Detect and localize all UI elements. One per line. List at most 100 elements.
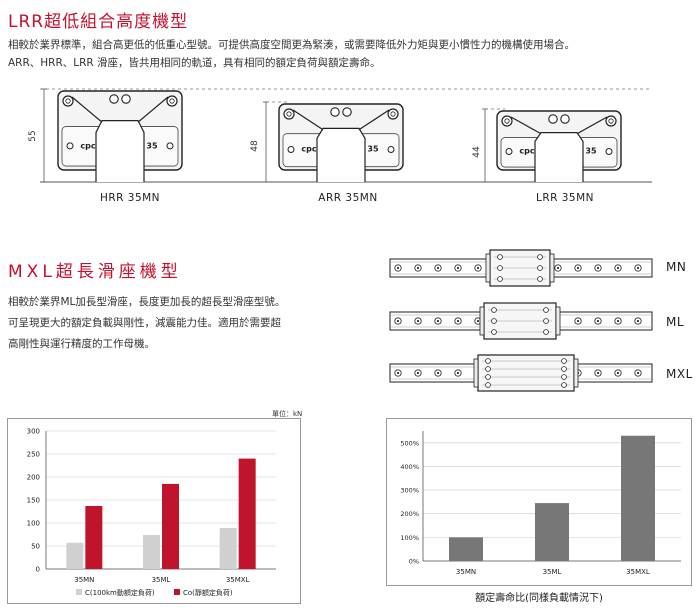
side-bolt bbox=[166, 142, 174, 150]
dim-label-arr: 48 bbox=[250, 140, 260, 152]
carriage-bolt bbox=[497, 276, 503, 282]
section2-para-line2: 可呈現更大的額定負載與剛性，減震能力佳。適用於需要超 bbox=[8, 317, 281, 329]
side-bolt bbox=[66, 142, 74, 150]
chart1-legend-swatch-0 bbox=[76, 589, 82, 595]
chart1-unit-label: 單位：kN bbox=[272, 410, 303, 418]
chart1-legend-label-1: Co(靜額定負荷) bbox=[183, 588, 233, 597]
end-seal bbox=[485, 253, 491, 283]
rail-hole-center bbox=[556, 266, 560, 270]
carriage-bolt bbox=[485, 366, 491, 372]
chart1-bar-35ML-0 bbox=[143, 534, 160, 569]
chart2-ytick-200: 200% bbox=[400, 510, 419, 518]
rail-hole-center bbox=[436, 266, 440, 270]
model-label-arr: ARR 35MN bbox=[318, 192, 378, 204]
size-mark: 35 bbox=[367, 145, 379, 154]
chart2-bar-35MXL bbox=[621, 435, 655, 561]
rail-hole-center bbox=[576, 266, 580, 270]
end-seal bbox=[555, 306, 561, 336]
center-bolt bbox=[121, 94, 131, 104]
size-mark: 35 bbox=[585, 146, 597, 155]
rail-hole-center bbox=[396, 319, 400, 323]
chart2-ytick-300: 300% bbox=[400, 487, 419, 495]
end-seal bbox=[479, 306, 485, 336]
section2-paragraph: 相較於業界ML加長型滑座，長度更加長的超長型滑座型號。 可呈現更大的額定負載與剛… bbox=[8, 292, 338, 355]
rail-hole-center bbox=[636, 371, 640, 375]
rail-hole-center bbox=[616, 266, 620, 270]
bolt-hole-inner bbox=[608, 118, 614, 124]
rail-hole-center bbox=[596, 319, 600, 323]
carriage-bolt bbox=[537, 276, 543, 282]
rail-mn bbox=[389, 249, 653, 287]
end-seal bbox=[473, 358, 479, 388]
rail-label-mn: MN bbox=[666, 260, 687, 274]
chart1-legend-label-0: C(100km動額定負荷) bbox=[85, 588, 155, 597]
bolt-hole-inner bbox=[286, 111, 292, 117]
center-bolt bbox=[109, 94, 119, 104]
rail-comparison-diagram bbox=[389, 249, 653, 392]
rail-hole-center bbox=[476, 319, 480, 323]
rail-label-mxl: MXL bbox=[666, 367, 693, 381]
chart1-legend-swatch-1 bbox=[174, 589, 180, 595]
chart1-ytick-100: 100 bbox=[27, 520, 40, 528]
side-bolt bbox=[287, 146, 295, 154]
rail-hole-center bbox=[456, 266, 460, 270]
center-bolt bbox=[560, 114, 570, 124]
model-label-lrr: LRR 35MN bbox=[535, 192, 595, 204]
brand-mark: cpc bbox=[519, 146, 534, 155]
center-bolt bbox=[330, 107, 340, 117]
carriage-bolt bbox=[491, 307, 497, 313]
section1-para-line1: 相較於業界標準，組合高更低的低重心型號。可提供高度空間更為緊湊，或需要降低外力矩… bbox=[8, 39, 575, 51]
carriage-bolt bbox=[497, 265, 503, 271]
chart2-ytick-400: 400% bbox=[400, 463, 419, 471]
rail-hole-center bbox=[396, 371, 400, 375]
chart2-ytick-500: 500% bbox=[400, 439, 419, 447]
chart1-ytick-300: 300 bbox=[27, 428, 40, 436]
side-bolt bbox=[505, 147, 513, 155]
bolt-hole-inner bbox=[504, 118, 510, 124]
chart1-ytick-0: 0 bbox=[36, 566, 40, 574]
bolt-hole-inner bbox=[390, 111, 396, 117]
chart1-bar-35MXL-0 bbox=[219, 528, 237, 569]
chart1-ytick-150: 150 bbox=[27, 497, 40, 505]
chart2-xtick-35MN: 35MN bbox=[456, 568, 476, 576]
chart2-xtick-35ML: 35ML bbox=[543, 568, 562, 576]
section1-paragraph: 相較於業界標準，組合高更低的低重心型號。可提供高度空間更為緊湊，或需要降低外力矩… bbox=[8, 36, 698, 72]
carriage-bolt bbox=[561, 374, 567, 380]
model-label-hrr: HRR 35MN bbox=[99, 192, 161, 204]
block-arm bbox=[358, 109, 390, 131]
rail-ml bbox=[389, 302, 653, 340]
block-arm bbox=[510, 116, 542, 135]
rail-hole-center bbox=[436, 319, 440, 323]
chart2-ytick-0: 0% bbox=[409, 558, 419, 566]
rail-profile bbox=[316, 127, 366, 182]
chart1-bar-35ML-1 bbox=[162, 483, 179, 569]
chart2-bar-35ML bbox=[535, 503, 569, 561]
rail-hole-center bbox=[396, 266, 400, 270]
brand-mark: cpc bbox=[301, 145, 316, 154]
carriage-bolt bbox=[537, 254, 543, 260]
chart2-bar-35MN bbox=[449, 537, 483, 561]
size-mark: 35 bbox=[146, 141, 158, 150]
chart1-bar-35MN-0 bbox=[66, 542, 84, 569]
dim-label-hrr: 55 bbox=[28, 130, 38, 142]
dim-label-lrr: 44 bbox=[472, 146, 482, 158]
chart1-ytick-200: 200 bbox=[27, 474, 40, 482]
carriage-bolt bbox=[485, 382, 491, 388]
side-bolt bbox=[387, 146, 395, 154]
section2-title: MXL超長滑座機型 bbox=[8, 262, 182, 282]
rail-hole-center bbox=[416, 371, 420, 375]
rail-hole-center bbox=[616, 371, 620, 375]
chart2-ytick-100: 100% bbox=[400, 534, 419, 542]
chart2-caption: 額定壽命比(同樣負載情況下) bbox=[475, 593, 603, 604]
carriage-bolt bbox=[543, 329, 549, 335]
section1-title: LRR超低組合高度機型 bbox=[8, 12, 189, 32]
section2-para-line3: 高剛性與運行精度的工作母機。 bbox=[8, 338, 155, 350]
chart1-bar-35MN-1 bbox=[85, 505, 103, 569]
carriage-bolt bbox=[543, 318, 549, 324]
chart2-xtick-35MXL: 35MXL bbox=[626, 568, 650, 576]
rail-hole-center bbox=[416, 266, 420, 270]
rail-profile bbox=[534, 132, 584, 182]
carriage-bolt bbox=[497, 254, 503, 260]
